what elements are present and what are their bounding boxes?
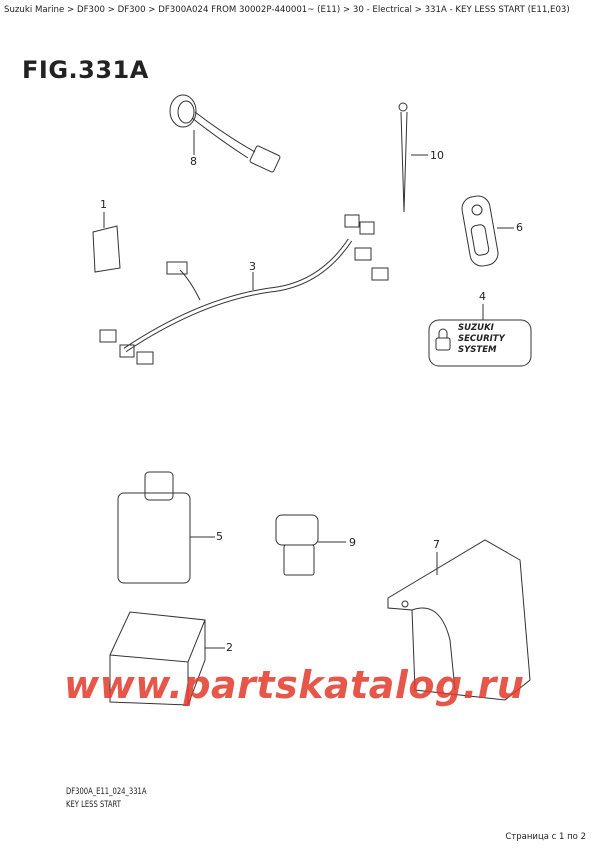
part-7-bracket[interactable] [387, 539, 531, 701]
callout-9: 9 [349, 536, 356, 549]
callout-10: 10 [430, 149, 444, 162]
callout-6: 6 [516, 221, 523, 234]
security-line-3: SYSTEM [458, 345, 497, 355]
callout-3: 3 [249, 260, 256, 273]
footer-code: DF300A_E11_024_331A [66, 787, 147, 797]
part-5-control-unit[interactable] [117, 471, 215, 584]
callout-4: 4 [479, 290, 486, 303]
figure-title: FIG.331A [22, 56, 149, 84]
callout-7: 7 [433, 538, 440, 551]
security-label-text: SUZUKI SECURITY SYSTEM [458, 323, 505, 356]
part-6-key-fob[interactable] [460, 194, 514, 268]
footer-name: KEY LESS START [66, 800, 121, 810]
callout-2: 2 [226, 641, 233, 654]
callout-8: 8 [190, 155, 197, 168]
part-10-cable-tie[interactable] [398, 102, 428, 213]
breadcrumb: Suzuki Marine > DF300 > DF300 > DF300A02… [4, 5, 570, 15]
security-line-1: SUZUKI [458, 323, 494, 333]
part-3-wire-harness[interactable] [99, 214, 389, 365]
part-8-connector-harness[interactable] [169, 94, 281, 173]
security-line-2: SECURITY [458, 334, 505, 344]
part-4-security-label[interactable] [428, 304, 532, 367]
watermark: www.partskatalog.ru [64, 663, 525, 707]
pagination: Страница с 1 по 2 [505, 832, 586, 842]
part-2-holder-case[interactable] [109, 611, 225, 706]
callout-5: 5 [216, 530, 223, 543]
part-1-label-sheet[interactable] [92, 212, 121, 273]
callout-1: 1 [100, 198, 107, 211]
part-9-switch[interactable] [275, 514, 346, 576]
